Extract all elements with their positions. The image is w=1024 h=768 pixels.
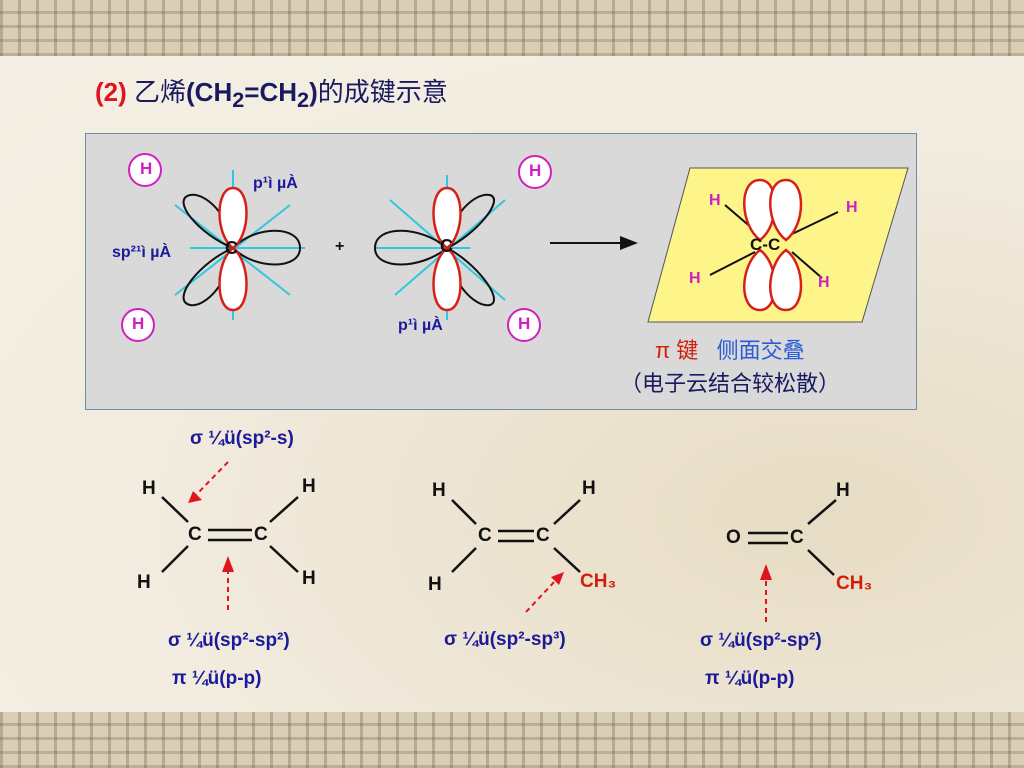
aldehyde-sigma-arrow: [760, 564, 772, 622]
carbon-label-left: C: [225, 238, 238, 258]
ethylene-sigma-label: σ ¼ü(sp²-sp²): [168, 630, 290, 651]
pi-h-bottom-left: H: [689, 270, 701, 287]
ethylene-sigma-arrow: [222, 556, 234, 610]
pi-h-bottom-right: H: [818, 274, 830, 291]
aldehyde-pi-label: π ¼ü(p-p): [705, 668, 795, 689]
reaction-arrow-head: [620, 236, 638, 250]
p-orbital-label-bottom: p¹ì µÀ: [398, 317, 443, 334]
propene-bonds: [451, 499, 581, 573]
slide-title: (2) 乙烯(CH2=CH2)的成键示意: [95, 77, 448, 113]
h-atom-top-right: [518, 155, 552, 189]
h-label-top-right: H: [529, 161, 542, 180]
h-label-top-left: H: [140, 159, 153, 178]
ethylene-c2: C: [254, 524, 268, 545]
aldehyde-ch3: CH₃: [836, 573, 873, 594]
p-orbital-label-top: p¹ì µÀ: [253, 175, 298, 192]
propene-c2: C: [536, 525, 550, 546]
pi-cc-label: C-C: [750, 235, 781, 254]
pi-h-top-left: H: [709, 192, 721, 209]
left-carbon-orbitals: [174, 170, 305, 320]
propene-h1: H: [432, 480, 446, 501]
aldehyde-o: O: [726, 527, 741, 548]
propene-c1: C: [478, 525, 492, 546]
ethylene-c1: C: [188, 524, 202, 545]
propene-ch3: CH₃: [580, 571, 617, 592]
carbon-label-right: C: [440, 236, 453, 256]
pi-bond-note: π 键 侧面交叠: [655, 338, 805, 363]
h-atom-bottom-left: [121, 308, 155, 342]
propene-sigma-label: σ ¼ü(sp²-sp³): [444, 629, 566, 650]
sp2-orbital-label: sp²¹ì µÀ: [112, 244, 171, 261]
aldehyde-h: H: [836, 480, 850, 501]
h-atom-bottom-right: [507, 308, 541, 342]
aldehyde-bonds: [748, 499, 837, 576]
ethylene-h2: H: [302, 476, 316, 497]
sigma-sp2-s-label: σ ¼ü(sp²-s): [190, 428, 294, 449]
pi-bond-orbitals: [709, 178, 839, 312]
ethylene-h4: H: [302, 568, 316, 589]
h-label-bottom-left: H: [132, 314, 145, 333]
ethylene-bonds: [161, 496, 299, 573]
aldehyde-sigma-label: σ ¼ü(sp²-sp²): [700, 630, 822, 651]
pi-h-top-right: H: [846, 199, 858, 216]
aldehyde-c: C: [790, 527, 804, 548]
h-atom-top-left: [128, 153, 162, 187]
decorative-border-top: [0, 0, 1024, 56]
plus-sign: +: [335, 238, 345, 255]
ethylene-h3: H: [137, 572, 151, 593]
propene-sigma-arrow: [525, 572, 564, 613]
sigma-arrow-top: [188, 461, 229, 503]
propene-h2: H: [582, 478, 596, 499]
h-label-bottom-right: H: [518, 314, 531, 333]
ethylene-h1: H: [142, 478, 156, 499]
electron-cloud-note: （电子云结合较松散）: [620, 371, 841, 396]
ethylene-pi-label: π ¼ü(p-p): [172, 668, 262, 689]
pi-bond-plane: [647, 167, 909, 323]
right-carbon-orbitals: [373, 175, 506, 320]
propene-h3: H: [428, 574, 442, 595]
decorative-border-bottom: [0, 712, 1024, 768]
title-number: (2): [95, 77, 127, 107]
